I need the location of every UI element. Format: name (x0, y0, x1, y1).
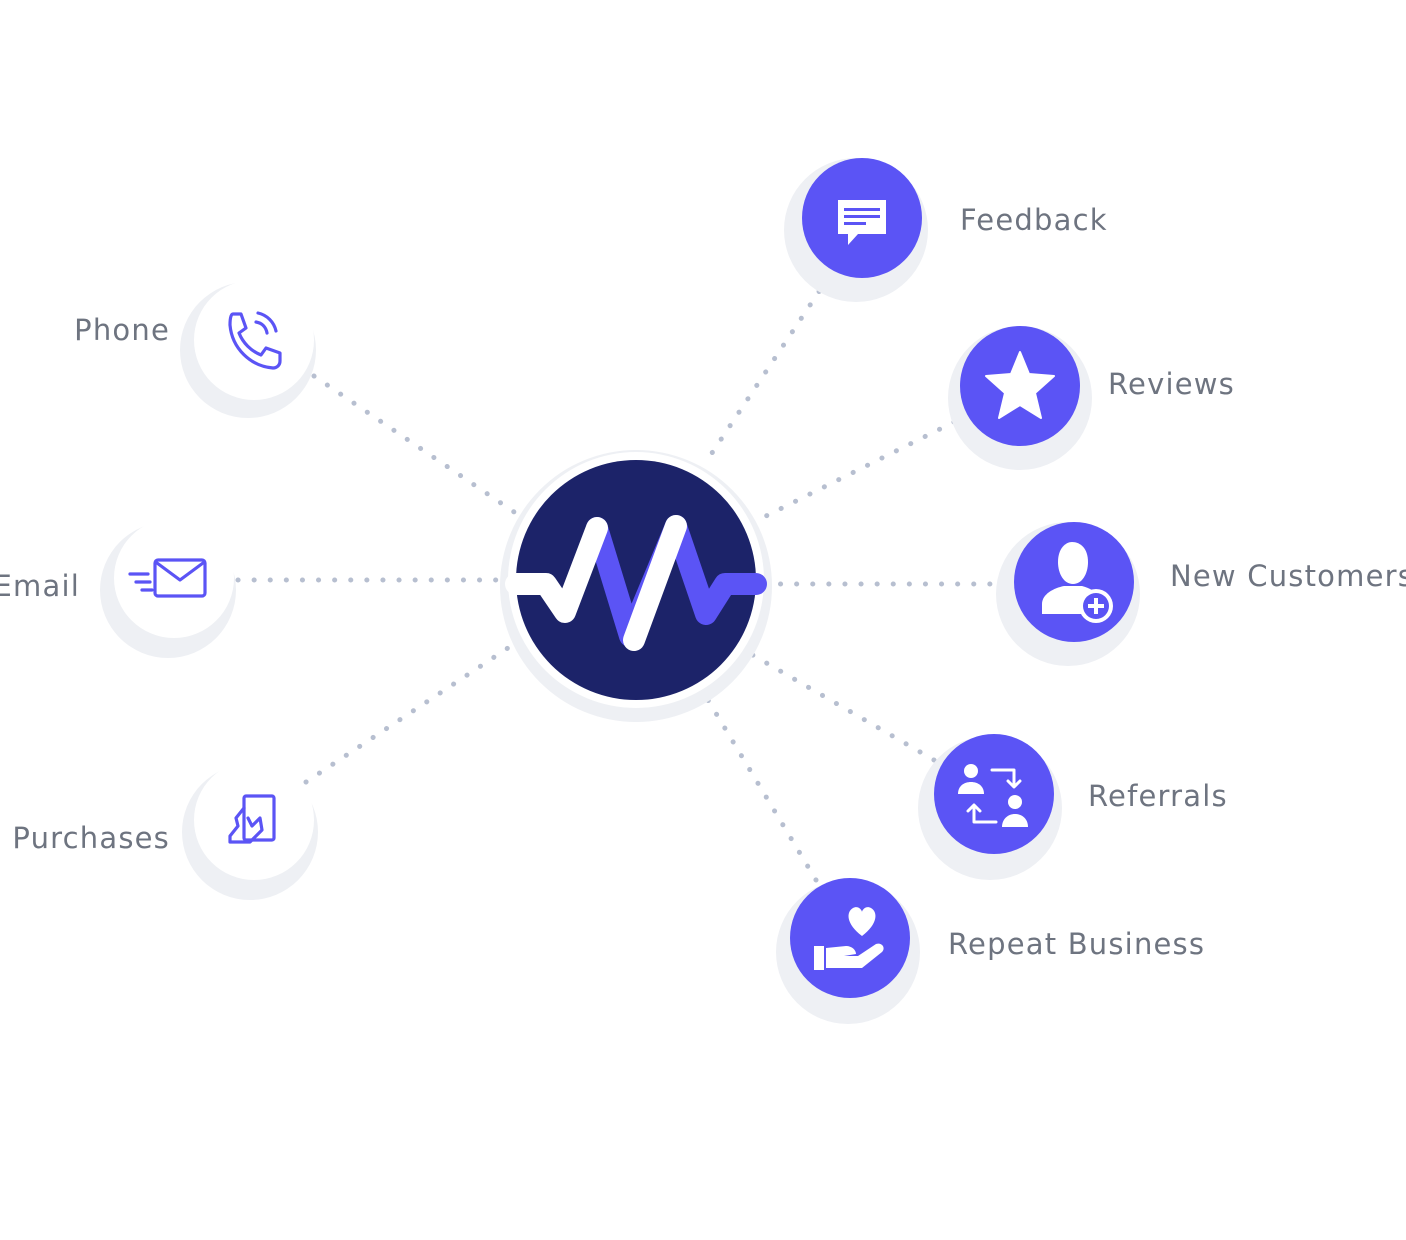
node-label-phone: Phone (74, 313, 170, 347)
connector-phone (311, 373, 523, 519)
phone-icon (228, 311, 282, 370)
email-icon (128, 558, 207, 598)
connector-referrals (741, 647, 937, 763)
connectors (235, 275, 1009, 883)
node-label-purchases: Purchases (12, 821, 170, 855)
connector-purchases (303, 633, 529, 785)
input-node-purchases: Purchases (12, 760, 318, 900)
node-label-new-customers: New Customers (1170, 559, 1406, 593)
add-user-icon (1042, 542, 1113, 623)
pulse-logo-icon (505, 515, 767, 651)
card-hand-icon (228, 794, 276, 844)
output-node-new-customers: New Customers (996, 522, 1406, 666)
node-label-referrals: Referrals (1088, 779, 1228, 813)
connector-reviews (755, 419, 957, 523)
connector-feedback (703, 275, 831, 465)
hub-node (500, 450, 772, 722)
node-label-repeat-business: Repeat Business (948, 927, 1205, 961)
node-label-feedback: Feedback (960, 203, 1108, 237)
output-node-repeat-business: Repeat Business (776, 878, 1205, 1024)
chat-bubble-icon (838, 200, 886, 245)
output-node-referrals: Referrals (918, 734, 1228, 880)
output-node-feedback: Feedback (784, 158, 1108, 302)
connector-repeat-business (699, 687, 819, 883)
referral-icon (958, 764, 1028, 827)
output-node-reviews: Reviews (948, 326, 1235, 470)
input-node-email: Email (0, 518, 236, 658)
heart-hand-icon (814, 907, 884, 970)
hub-circle (516, 460, 756, 700)
node-label-reviews: Reviews (1108, 367, 1235, 401)
input-node-phone: Phone (74, 280, 316, 418)
node-label-email: Email (0, 569, 80, 603)
star-icon (985, 351, 1055, 419)
